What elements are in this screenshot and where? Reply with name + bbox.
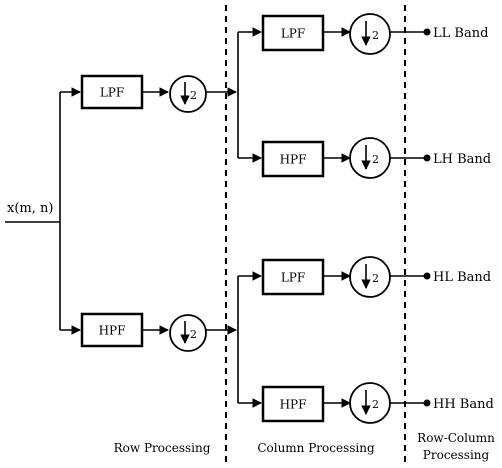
lh-output-dot [423,154,431,162]
svg-text:2: 2 [372,398,379,411]
column-processing-label: Column Processing [257,441,375,455]
col-lpf-top-label: LPF [281,27,305,41]
col-hpf-bottom-downsampler: 2 [349,382,391,424]
col-lpf-bottom-box [261,258,325,296]
input-label: x(m, n) [7,201,53,216]
col-hpf-bottom-label: HPF [280,398,307,412]
svg-text:2: 2 [190,89,197,102]
col-lpf-bottom-label: LPF [281,271,305,285]
col-hpf-bottom-box [261,385,325,423]
col-hpf-top-label: HPF [280,153,307,167]
svg-text:2: 2 [372,29,379,42]
col-hpf-top-downsampler: 2 [349,137,391,179]
hh-output-dot [423,399,431,407]
row-lpf-box [80,74,144,110]
row-hpf-downsampler: 2 [169,314,207,352]
col-lpf-bottom-downsampler: 2 [349,256,391,298]
svg-text:2: 2 [372,272,379,285]
col-hpf-top-box [261,140,325,178]
hl-band-label: HL Band [433,270,491,285]
row-column-processing-label-line2: Processing [423,448,490,462]
hh-band-label: HH Band [433,397,494,412]
row-lpf-label: LPF [100,86,124,100]
hl-output-dot [423,272,431,280]
svg-text:2: 2 [372,153,379,166]
ll-output-dot [423,28,431,36]
row-lpf-downsampler: 2 [169,75,207,113]
col-lpf-top-box [261,14,325,52]
row-hpf-box [80,312,144,348]
lh-band-label: LH Band [433,152,491,167]
svg-text:2: 2 [190,328,197,341]
col-lpf-top-downsampler: 2 [349,13,391,55]
ll-band-label: LL Band [433,26,488,41]
row-processing-label: Row Processing [114,441,211,455]
row-hpf-label: HPF [99,324,126,338]
row-column-processing-label-line1: Row-Column [417,431,495,445]
